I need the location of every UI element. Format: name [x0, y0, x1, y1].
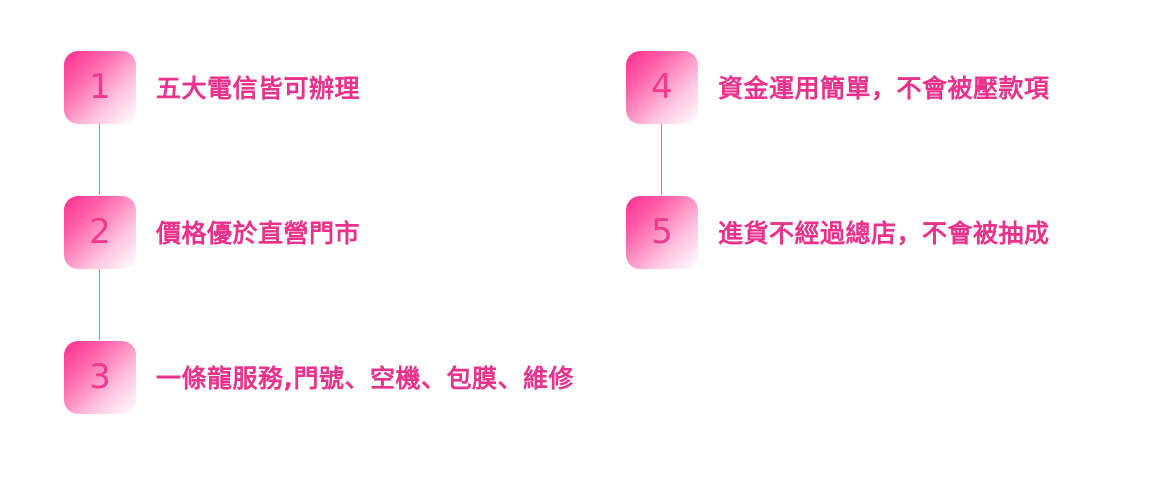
- step-label: 價格優於直營門市: [156, 219, 361, 248]
- connector-line: [661, 124, 662, 195]
- step-number: 3: [89, 357, 111, 397]
- step-number: 2: [89, 212, 111, 252]
- step-1: 1 五大電信皆可辦理: [64, 50, 360, 124]
- step-number-badge: 1: [64, 50, 136, 124]
- step-2: 2 價格優於直營門市: [64, 195, 360, 269]
- step-list-left: 1 五大電信皆可辦理 2 價格優於直營門市 3 一條龍服務,門號、空機、包膜、維…: [64, 0, 624, 485]
- step-list-right: 4 資金運用簡單，不會被壓款項 5 進貨不經過總店，不會被抽成: [626, 0, 1167, 485]
- step-label: 五大電信皆可辦理: [156, 74, 361, 103]
- step-number: 4: [651, 67, 673, 107]
- step-3: 3 一條龍服務,門號、空機、包膜、維修: [64, 340, 574, 414]
- step-label: 資金運用簡單，不會被壓款項: [718, 74, 1050, 103]
- connector-line: [99, 269, 100, 340]
- step-number-badge: 3: [64, 340, 136, 414]
- step-label: 進貨不經過總店，不會被抽成: [718, 219, 1050, 248]
- step-5: 5 進貨不經過總店，不會被抽成: [626, 195, 1050, 269]
- step-label: 一條龍服務,門號、空機、包膜、維修: [156, 364, 574, 393]
- step-number-badge: 4: [626, 50, 698, 124]
- step-number: 5: [651, 212, 673, 252]
- connector-line: [99, 124, 100, 195]
- step-number-badge: 5: [626, 195, 698, 269]
- step-number-badge: 2: [64, 195, 136, 269]
- step-number: 1: [89, 67, 111, 107]
- step-4: 4 資金運用簡單，不會被壓款項: [626, 50, 1050, 124]
